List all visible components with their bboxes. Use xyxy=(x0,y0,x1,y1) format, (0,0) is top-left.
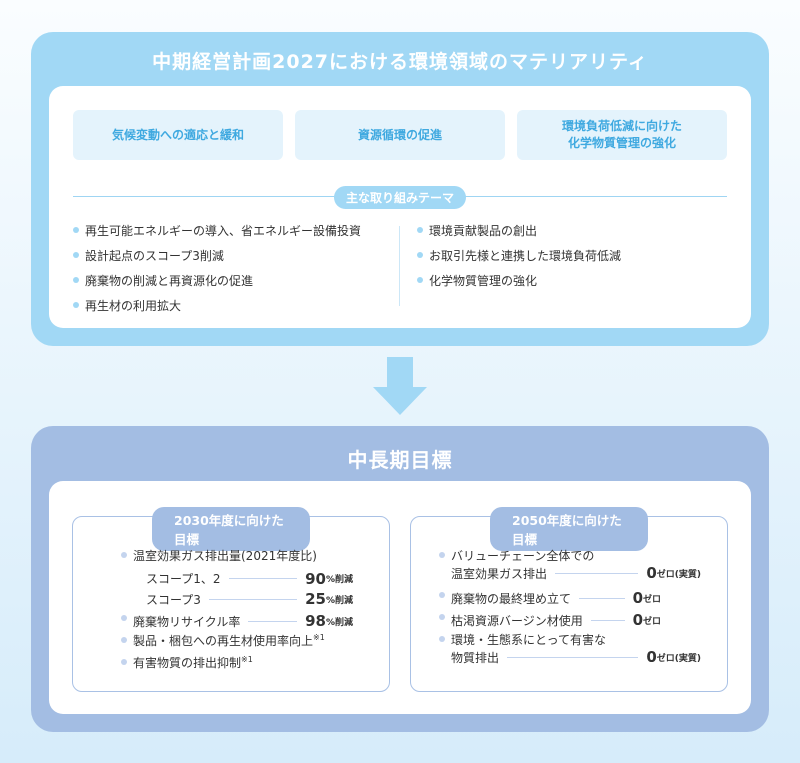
value: 0 xyxy=(632,611,643,629)
scope3-label: スコープ3 xyxy=(146,592,201,607)
list-item: 廃棄物リサイクル率 98%削減 xyxy=(121,610,353,632)
materiality-content: 気候変動への適応と緩和 資源循環の促進 環境負荷低減に向けた 化学物質管理の強化… xyxy=(49,86,751,328)
scope3-row: スコープ3 25%削減 xyxy=(121,588,353,610)
label: 物質排出 xyxy=(451,650,500,665)
unit: ゼロ(実質) xyxy=(656,569,701,580)
unit: ゼロ xyxy=(643,616,662,627)
list-item: 化学物質管理の強化 xyxy=(417,272,621,297)
label: 廃棄物の最終埋め立て xyxy=(451,591,572,606)
footnote-mark: ※1 xyxy=(313,633,325,642)
value: 0 xyxy=(646,564,657,582)
materiality-panel: 中期経営計画2027における環境領域のマテリアリティ 気候変動への適応と緩和 資… xyxy=(31,32,769,346)
theme-label: 主な取り組みテーマ xyxy=(333,186,467,209)
label: 温室効果ガス排出 xyxy=(451,566,548,581)
recycle-value: 98 xyxy=(305,612,326,630)
goal-2030-label: 2030年度に向けた目標 xyxy=(152,507,310,551)
scope3-value: 25 xyxy=(305,590,326,608)
value: 0 xyxy=(632,589,643,607)
goal-2030: 2030年度に向けた目標 温室効果ガス排出量(2021年度比) スコープ1、2 9… xyxy=(72,507,390,692)
list-item: 製品・梱包への再生材使用率向上※1 xyxy=(121,632,353,654)
footnote-mark: ※1 xyxy=(241,655,253,664)
list-item: 温室効果ガス排出量(2021年度比) xyxy=(121,547,353,569)
materiality-title: 中期経営計画2027における環境領域のマテリアリティ xyxy=(152,51,648,73)
scope12-label: スコープ1、2 xyxy=(146,572,221,586)
left-theme-list: 再生可能エネルギーの導入、省エネルギー設備投資 設計起点のスコープ3削減 廃棄物… xyxy=(73,222,361,322)
unit: %削減 xyxy=(325,575,353,585)
targets-title: 中長期目標 xyxy=(347,448,453,472)
arrow-down-icon xyxy=(373,357,427,415)
divider xyxy=(399,226,400,306)
unit: %削減 xyxy=(325,617,353,628)
value: 0 xyxy=(646,648,657,666)
targets-panel: 中長期目標 2030年度に向けた目標 温室効果ガス排出量(2021年度比) スコ… xyxy=(31,426,769,732)
list-item: 有害物質の排出抑制※1 xyxy=(121,654,353,676)
targets-content: 2030年度に向けた目標 温室効果ガス排出量(2021年度比) スコープ1、2 9… xyxy=(49,481,751,714)
list-item: 廃棄物の削減と再資源化の促進 xyxy=(73,272,361,297)
scope12-value: 90 xyxy=(305,569,326,588)
goal-2050-label: 2050年度に向けた目標 xyxy=(490,507,648,551)
list-item: お取引先様と連携した環境負荷低減 xyxy=(417,247,621,272)
materiality-resource: 資源循環の促進 xyxy=(295,110,505,160)
recycle-label: 廃棄物リサイクル率 xyxy=(133,614,241,629)
label: 環境・生態系にとって有害な xyxy=(451,633,607,647)
materiality-chemical: 環境負荷低減に向けた 化学物質管理の強化 xyxy=(517,110,727,160)
right-theme-list: 環境貢献製品の創出 お取引先様と連携した環境負荷低減 化学物質管理の強化 xyxy=(417,222,621,297)
recycled-material-label: 製品・梱包への再生材使用率向上 xyxy=(133,634,314,648)
unit: ゼロ(実質) xyxy=(656,653,701,664)
scope12-row: スコープ1、2 90%削減 xyxy=(121,569,353,588)
list-item: 環境貢献製品の創出 xyxy=(417,222,621,247)
unit: %削減 xyxy=(325,595,353,606)
ghg-label: 温室効果ガス排出量(2021年度比) xyxy=(133,549,317,563)
list-item: 再生可能エネルギーの導入、省エネルギー設備投資 xyxy=(73,222,361,247)
label: 枯渇資源バージン材使用 xyxy=(451,613,583,628)
list-item: 再生材の利用拡大 xyxy=(73,297,361,322)
label: バリューチェーン全体での xyxy=(451,549,595,563)
unit: ゼロ xyxy=(643,594,662,605)
materiality-climate: 気候変動への適応と緩和 xyxy=(73,110,283,160)
list-item: 設計起点のスコープ3削減 xyxy=(73,247,361,272)
hazard-label: 有害物質の排出抑制 xyxy=(133,656,242,670)
